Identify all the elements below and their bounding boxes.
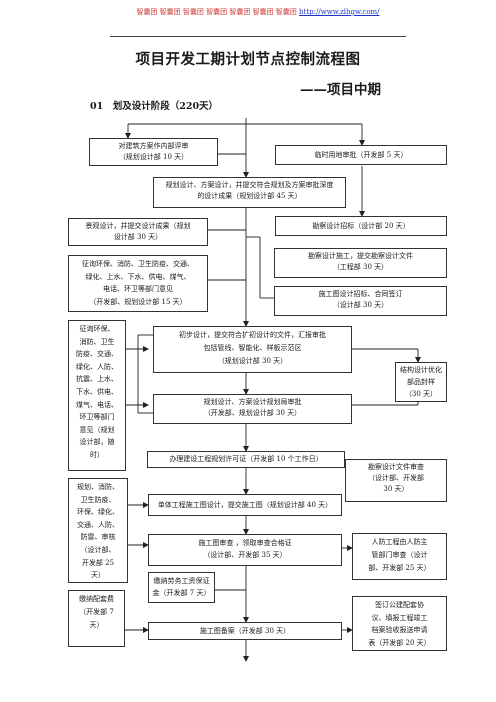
flow-box-preliminary-design: 初步设计，提交符合扩初设计的文件，汇报审批 包括管线、智能化、样板示范区 （规划… [153,326,352,373]
flow-box-dept-audit: 规划、消防、 卫生防疫、 环保、绿化、 交通、人防、 防雷、审核 （设计部、 开… [68,478,128,583]
flow-box-supporting-agreement: 签订公建配套协 议、填报工程竣工 档案验收报送申请 表（开发部 20 天） [352,596,447,651]
flow-box-landscape: 景观设计，并提交设计成果（规划 设计部 30 天） [68,218,208,246]
flow-box-structure-optimize-frame [427,354,433,358]
header-link[interactable]: http://www.zlhgw.com/ [299,8,380,16]
flow-box-survey-bid: 勘察设计招标（设计部 20 天） [275,216,447,236]
page-title: 项目开发工期计划节点控制流程图 [135,51,361,68]
flow-box-planning-approval: 规划设计、方案设计规划局审批 （开发部、规划设计部 30 天） [153,394,352,424]
header-text: 智囊团 智囊团 智囊团 智囊团 智囊团 智囊团 智囊团 http://www.z… [136,8,380,16]
flow-box-consult-departments: 征询环保、消防、卫生防疫、交通、 绿化、上水、下水、供电、煤气、 电话、环卫等部… [68,255,208,312]
flow-box-survey-review: 勘察设计文件审查 （设计部、开发部 30 天） [345,459,447,502]
flow-box-civil-defense: 人防工程由人防主 管部门审查（设计 部、开发部 25 天） [352,533,447,580]
flow-box-consult-anytime: 征询环保、 消防、卫生 防疫、交通、 绿化、人防、 抗震、上水、 下水、供电、 … [68,320,126,471]
flow-box-planning-design: 规划设计、方案设计，并提交符合规划及方案审批深度 的设计成果（规划设计部 45 … [153,177,346,208]
flow-box-internal-review: 对建筑方案作内部评审 （规划设计部 10 天） [89,138,218,166]
page-subtitle: ——项目中期 [300,82,381,98]
flow-box-structure-optimize: 结构设计优化 部品封样 （30 天） [395,362,447,402]
flow-box-drawing-filing: 施工图备案（开发部 30 天） [148,622,342,640]
flow-box-drawing-bid: 施工图设计招标、合同签订 （设计部 30 天） [274,286,447,316]
flow-box-drawing-review: 施工图审查 ，领取审查合格证 （设计部、开发部 35 天） [148,534,342,566]
flow-box-labor-deposit: 缴纳劳务工资保证 金（开发部 7 天） [148,572,215,603]
page-header: 智囊团 智囊团 智囊团 智囊团 智囊团 智囊团 智囊团 http://www.z… [110,8,406,37]
flow-box-supporting-fee: 缴纳配套费 （开发部 7 天） [68,590,125,647]
flow-box-temp-land: 临时用地审批（开发部 5 天） [275,145,447,165]
flow-box-construction-drawing: 单体工程施工图设计，提交施工图（规划设计部 40 天） [148,494,342,516]
flow-box-survey-construction: 勘察设计施工，提交勘察设计文件 （工程部 30 天） [274,248,447,278]
flow-box-planning-permit: 办理建设工程规划许可证（开发部 10 个工作日） [147,451,345,468]
section-heading: 01 划及设计阶段（220天） [90,101,219,112]
